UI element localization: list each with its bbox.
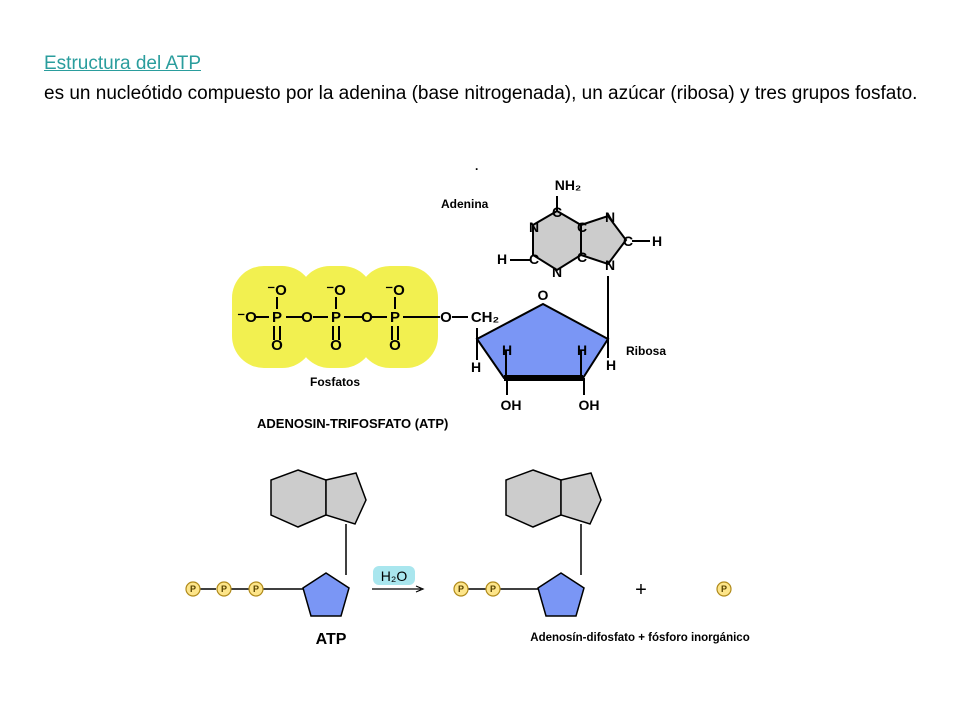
- adenine-n1: N: [529, 219, 539, 235]
- phosphate1-top-o: ⁻O: [267, 282, 287, 299]
- phosphate2-top-o: ⁻O: [326, 282, 346, 299]
- phosphate1-left-o: ⁻O: [237, 309, 257, 326]
- phosphate3-bottom-o: O: [389, 337, 401, 354]
- atp-p3-label: P: [253, 584, 259, 594]
- hydrolysis-arrow: [372, 566, 425, 593]
- adp-p2-label: P: [490, 584, 496, 594]
- header: Estructura del ATP es un nucleótido comp…: [44, 52, 936, 108]
- ribose-oh2: OH: [579, 397, 600, 413]
- adenine-n7: N: [605, 209, 615, 225]
- adenine-n3: N: [552, 264, 562, 280]
- free-p-label: P: [721, 584, 727, 594]
- atp-p1-label: P: [190, 584, 196, 594]
- phosphate2-p: P: [331, 309, 341, 326]
- bridge-o1: O: [301, 309, 313, 326]
- adp-p1-label: P: [458, 584, 464, 594]
- atp-p2-label: P: [221, 584, 227, 594]
- ribose-h3: H: [471, 359, 481, 375]
- bridge-o2: O: [361, 309, 373, 326]
- adenine-c5: C: [577, 219, 587, 235]
- dot-mark: .: [475, 159, 478, 173]
- structure-labels: . Adenina Ribosa Fosfatos ADENOSIN-TRIFO…: [257, 159, 666, 431]
- adp-phosphate-2: [485, 581, 501, 597]
- bridge-o3: O: [440, 309, 452, 326]
- adp-schematic: [453, 469, 732, 617]
- ring-oxygen: O: [538, 287, 549, 303]
- ribose-ring: [475, 276, 610, 395]
- atp-phosphate-2: [216, 581, 232, 597]
- phosphate-bonds: [254, 297, 468, 340]
- phosphate3-p: P: [390, 309, 400, 326]
- phosphate1-p: P: [272, 309, 282, 326]
- label-ribosa: Ribosa: [626, 344, 666, 358]
- title-link[interactable]: Estructura del ATP: [44, 53, 201, 74]
- label-caption: ADENOSIN-TRIFOSFATO (ATP): [257, 416, 448, 431]
- phosphate2-bottom-o: O: [330, 337, 342, 354]
- phosphate1-bottom-o: O: [271, 337, 283, 354]
- phosphate-atoms: ⁻O ⁻O ⁻O ⁻O P O P O P O CH₂ O O O: [237, 282, 499, 354]
- free-phosphate: [716, 581, 732, 597]
- adp-phosphate-1: [453, 581, 469, 597]
- atp-phosphate-3: [248, 581, 264, 597]
- ribose-h4: H: [606, 357, 616, 373]
- ribose-h1: H: [502, 342, 512, 358]
- label-products: Adenosín-difosfato + fósforo inorgánico: [530, 632, 749, 644]
- adenine-h8: H: [652, 233, 662, 249]
- adenine-c6: C: [552, 204, 562, 220]
- phosphate-background: [232, 266, 438, 368]
- adenine-c8: C: [623, 233, 633, 249]
- label-fosfatos: Fosfatos: [310, 375, 360, 389]
- adenine-n9: N: [605, 257, 615, 273]
- ribose-h2: H: [577, 342, 587, 358]
- adenine-ring: [510, 196, 650, 272]
- adenine-atoms: NH₂ C N C N C H H C C N N: [497, 177, 662, 280]
- phosphate3-top-o: ⁻O: [385, 282, 405, 299]
- atp-schematic: [185, 469, 367, 617]
- ribose-oh1: OH: [501, 397, 522, 413]
- label-adenina: Adenina: [441, 197, 489, 211]
- adenine-h2: H: [497, 251, 507, 267]
- water-label: H₂O: [381, 568, 408, 584]
- ribose-atoms: O H H H H OH OH: [471, 287, 616, 413]
- adenine-c2: C: [529, 251, 539, 267]
- plus-sign: +: [635, 579, 647, 601]
- atp-phosphate-1: [185, 581, 201, 597]
- amino-group: NH₂: [555, 177, 581, 193]
- ch2-group: CH₂: [471, 309, 499, 326]
- description: es un nucleótido compuesto por la adenin…: [44, 83, 918, 104]
- adenine-c4: C: [577, 249, 587, 265]
- label-atp: ATP: [316, 631, 347, 648]
